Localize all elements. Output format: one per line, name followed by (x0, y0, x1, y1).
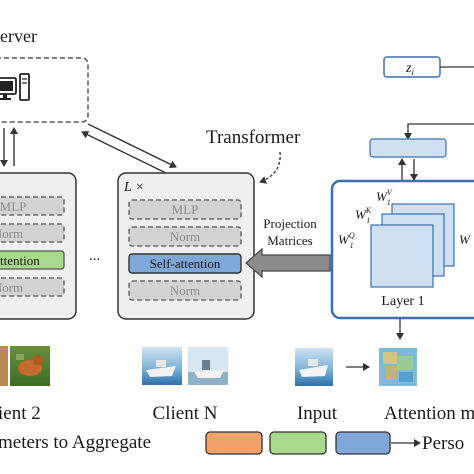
transformer-label: Transformer (206, 127, 301, 148)
client2-attention-block: attention (0, 250, 65, 270)
client2-image-thumbnail-1 (0, 346, 8, 386)
client2-name: ient 2 (0, 403, 41, 424)
projection-arrow (245, 247, 331, 279)
input-label: Input (297, 403, 338, 424)
weight-extra-label: W (459, 232, 471, 247)
clientN-norm-label: Norm (170, 229, 200, 244)
clientN-self-attention-block: Self-attention (128, 253, 242, 274)
client2-attention-label: attention (0, 253, 40, 268)
legend-aggregate-text: meters to Aggregate (0, 432, 151, 453)
clientN-mlp-label: MLP (172, 202, 199, 217)
projection-label-line1: Projection (263, 216, 317, 231)
clientN-norm2-label: Norm (170, 283, 200, 298)
client2-box (0, 172, 77, 320)
server-computer-icon (0, 73, 30, 101)
server-box (0, 57, 89, 123)
clientN-to-server-arrow (81, 131, 171, 176)
legend-blue-swatch (335, 431, 391, 455)
clientN-repeat-label: L × (123, 180, 144, 195)
legend-orange-swatch (205, 431, 263, 455)
weight-matrix-stack (370, 203, 455, 288)
clientN-self-attention-label: Self-attention (150, 256, 221, 271)
clientN-mlp-block: MLP (128, 199, 242, 220)
legend-personalized-text: Perso (422, 433, 464, 454)
clientN-image-thumbnail-2 (188, 347, 228, 385)
client2-mlp-block: MLP (0, 196, 65, 216)
attention-map-thumbnail (379, 348, 417, 386)
client2-norm2-block: Norm (0, 277, 65, 297)
clientN-norm-block: Norm (128, 226, 242, 247)
feedback-line (404, 123, 474, 140)
legend-green-swatch (269, 431, 327, 455)
layer-top-block (369, 138, 447, 158)
layer-name: Layer 1 (381, 294, 424, 309)
projection-label-line2: Matrices (267, 233, 312, 248)
transformer-pointer-arrow (259, 151, 281, 184)
server-to-clientN-arrow (87, 123, 177, 168)
client2-norm-label: Norm (0, 226, 23, 241)
z-label: zi (405, 61, 414, 77)
attention-map-label: Attention m (384, 403, 474, 424)
input-image-thumbnail (295, 348, 333, 386)
server-title: erver (0, 26, 37, 46)
client2-image-thumbnail-2 (10, 346, 50, 386)
clientN-norm2-block: Norm (128, 280, 242, 301)
client2-norm2-label: Norm (0, 280, 23, 295)
client2-mlp-label: MLP (0, 199, 26, 214)
clientN-image-thumbnail-1 (142, 347, 182, 385)
clients-ellipsis: ... (89, 248, 100, 264)
client2-norm-block: Norm (0, 223, 65, 243)
clientN-name: Client N (153, 403, 218, 424)
